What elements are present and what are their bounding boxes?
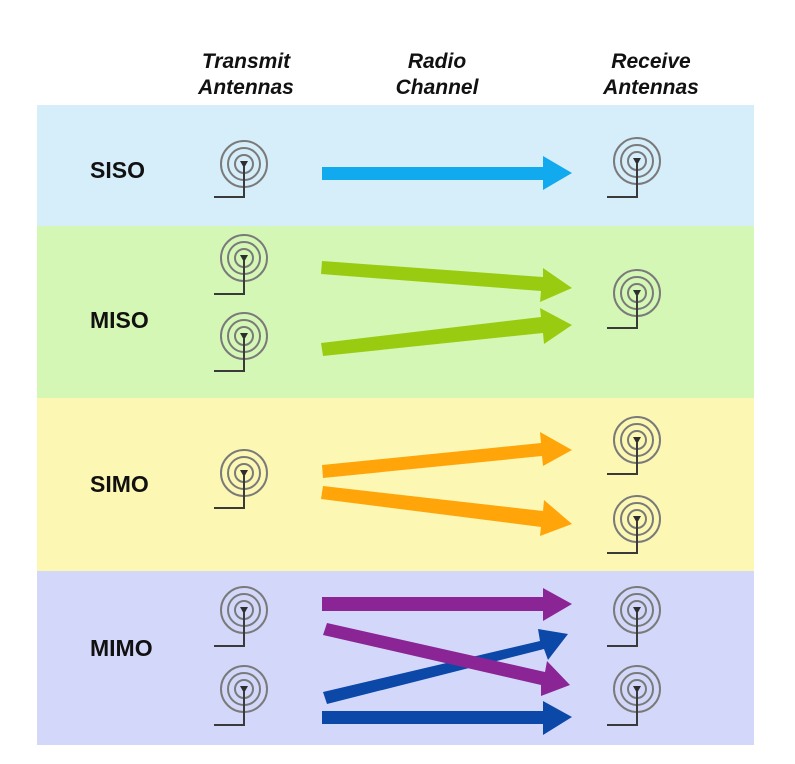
channel-header-line2: Channel [396, 76, 480, 99]
miso-band [37, 226, 754, 398]
mimo-arrow-tx1-rx2 [323, 623, 570, 696]
siso-tx-antenna-1 [214, 140, 268, 198]
mimo-rx-antenna-1 [607, 586, 661, 647]
antenna-stem [607, 521, 638, 554]
receive-header-line2: Antennas [602, 76, 699, 99]
mimo-label: MIMO [90, 635, 153, 661]
antenna-tip [240, 255, 248, 262]
antenna-tip [633, 437, 641, 444]
antenna-tip [633, 607, 641, 614]
simo-tx-antenna-1 [214, 449, 268, 509]
miso-arrow-tx2-rx1 [321, 308, 572, 356]
antenna-tip [240, 333, 248, 340]
simo-arrow-tx1-rx1 [322, 432, 572, 478]
miso-label: MISO [90, 307, 149, 333]
miso-rx-antenna-1 [607, 269, 661, 329]
antenna-tip [240, 607, 248, 614]
simo-arrows [321, 432, 572, 536]
antennas [214, 137, 661, 726]
antenna-stem [607, 442, 638, 475]
receive-header-line1: Receive [611, 50, 691, 73]
simo-rx-antenna-1 [607, 416, 661, 475]
siso-arrow-tx1-rx1 [322, 156, 572, 190]
miso-arrows [321, 261, 572, 356]
antenna-stem [214, 691, 245, 726]
mimo-arrow-tx2-rx1 [323, 629, 568, 704]
miso-tx-antenna-2 [214, 312, 268, 372]
siso-rx-antenna-1 [607, 137, 661, 198]
antenna-tip [240, 470, 248, 477]
column-headers: Transmit Antennas Radio Channel Receive … [197, 50, 699, 99]
mimo-tx-antenna-1 [214, 586, 268, 647]
antenna-tip [240, 161, 248, 168]
channel-header-line1: Radio [408, 50, 467, 73]
siso-label: SISO [90, 157, 145, 183]
simo-rx-antenna-2 [607, 495, 661, 554]
mimo-tx-antenna-2 [214, 665, 268, 726]
miso-arrow-tx1-rx1 [321, 261, 572, 302]
simo-label: SIMO [90, 471, 149, 497]
antenna-tip [240, 686, 248, 693]
miso-tx-antenna-1 [214, 234, 268, 295]
antenna-tip [633, 290, 641, 297]
mimo-arrow-tx1-rx1 [322, 588, 572, 621]
siso-band [37, 105, 754, 226]
mimo-arrows [322, 588, 572, 735]
antenna-stem [607, 612, 638, 647]
antenna-stem [214, 338, 245, 372]
siso-arrows [322, 156, 572, 190]
simo-arrow-tx1-rx2 [321, 486, 572, 536]
transmit-header-line2: Antennas [197, 76, 294, 99]
antenna-stem [607, 691, 638, 726]
antenna-stem [607, 163, 638, 198]
mimo-rx-antenna-2 [607, 665, 661, 726]
antenna-stem [214, 166, 245, 198]
mimo-arrow-tx2-rx2 [322, 701, 572, 735]
antenna-stem [214, 260, 245, 295]
antenna-tip [633, 516, 641, 523]
antenna-tip [633, 158, 641, 165]
antenna-stem [214, 612, 245, 647]
transmit-header-line1: Transmit [202, 50, 291, 73]
antenna-tip [633, 686, 641, 693]
antenna-stem [607, 295, 638, 329]
antenna-stem [214, 475, 245, 509]
